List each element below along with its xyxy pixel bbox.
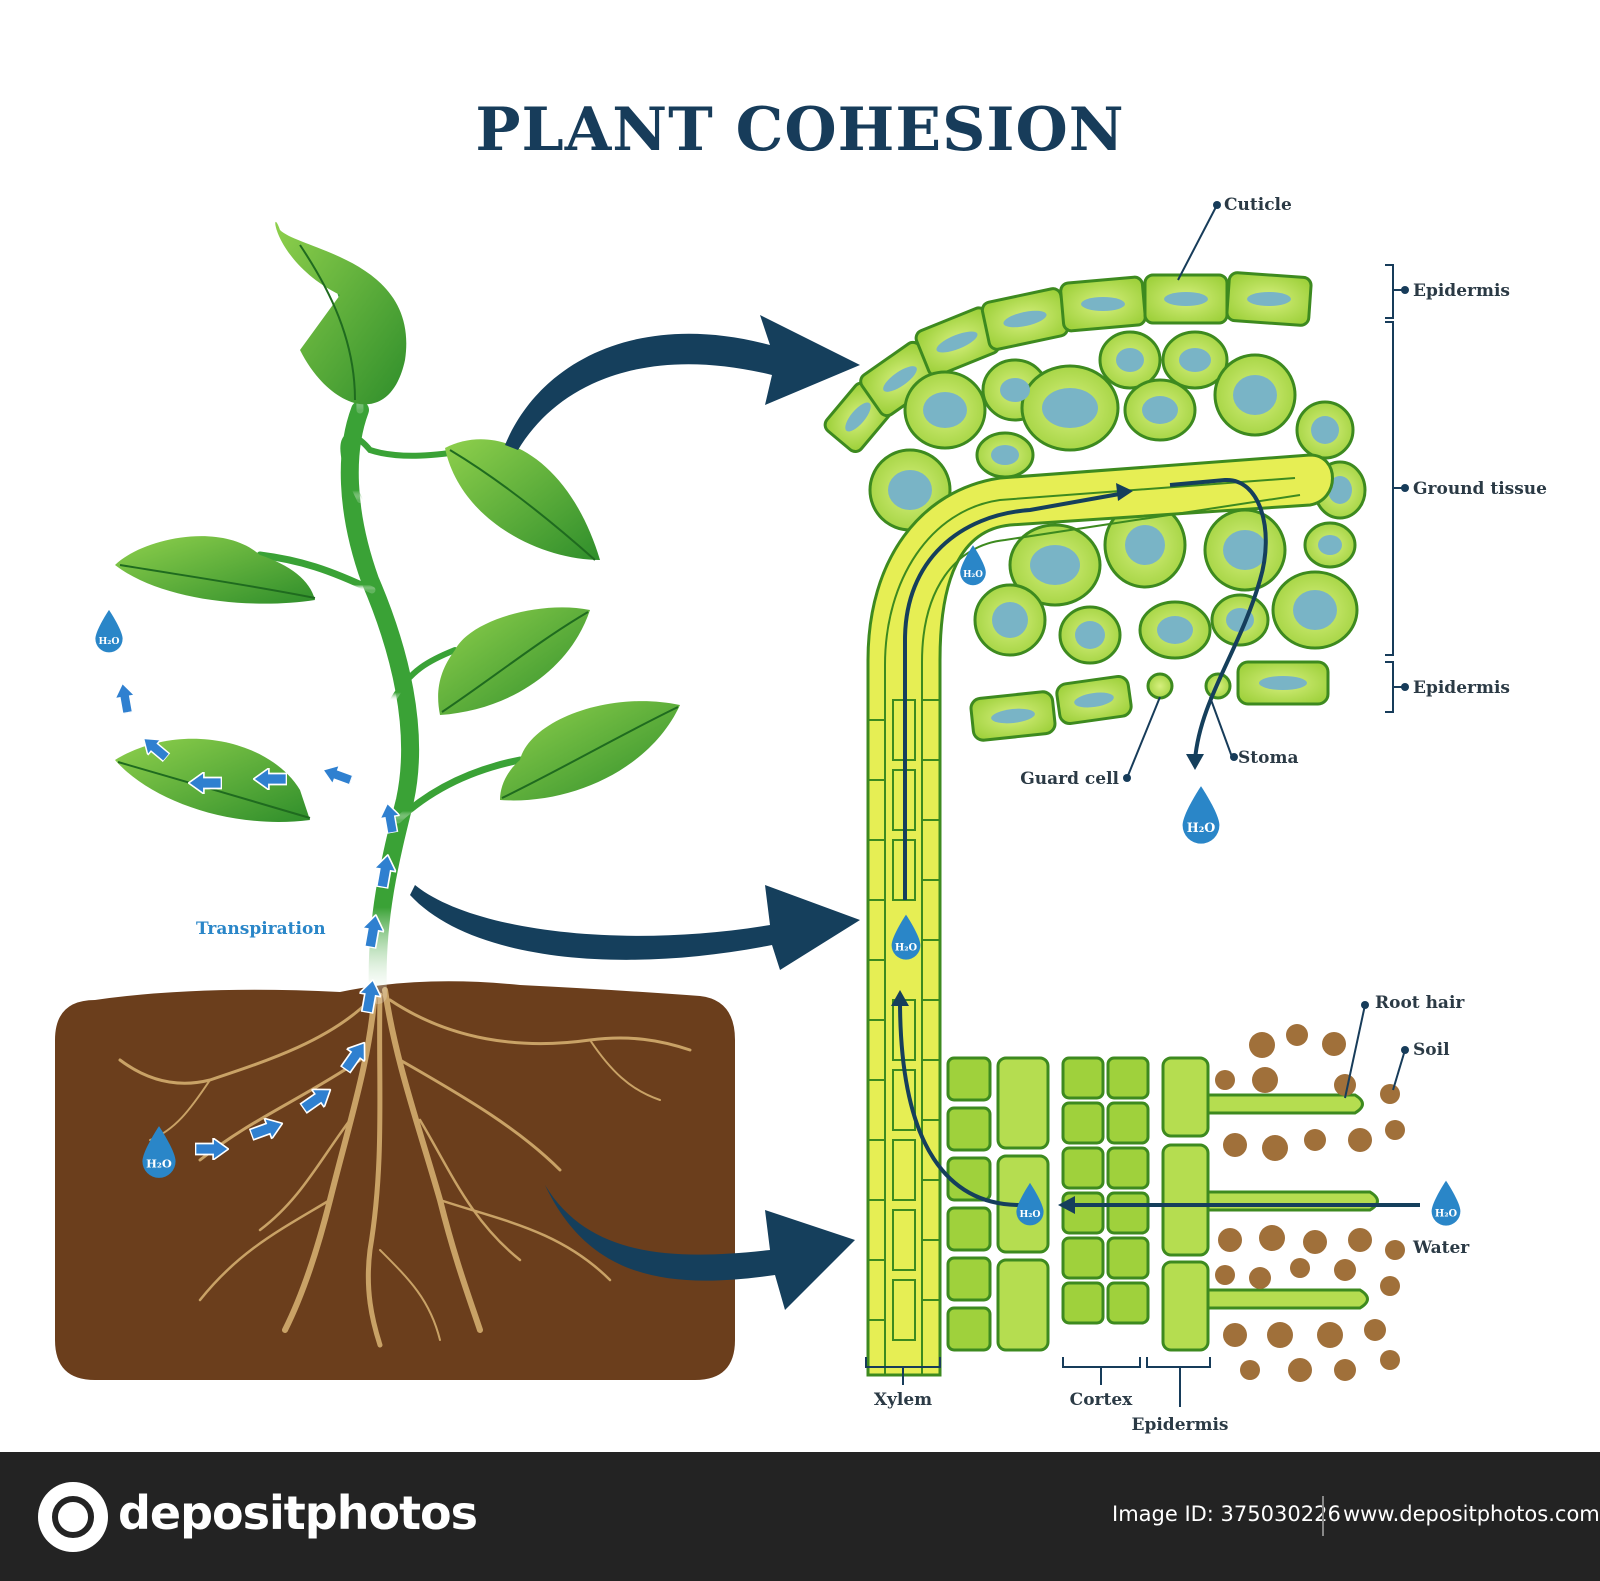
- footer-divider: [1322, 1496, 1324, 1536]
- label-cortex: Cortex: [1070, 1390, 1133, 1410]
- leader-lines: [865, 204, 1406, 1407]
- soil-particles: [1215, 1024, 1405, 1382]
- xylem-vessel: [866, 453, 1334, 1377]
- label-xylem: Xylem: [874, 1390, 932, 1410]
- leaf-cross-section: [823, 271, 1367, 742]
- water-drop-icon: [95, 609, 123, 653]
- label-guard-cell: Guard cell: [1020, 769, 1119, 789]
- water-drop-icon: [1431, 1180, 1461, 1226]
- label-stoma: Stoma: [1238, 748, 1298, 768]
- roots: [118, 987, 692, 1348]
- label-transpiration: Transpiration: [196, 919, 326, 939]
- label-epidermis-leaf-bottom: Epidermis: [1413, 678, 1510, 698]
- label-root-hair: Root hair: [1375, 993, 1465, 1013]
- water-drop-icon: [1182, 786, 1220, 844]
- diagram: H₂O PLANT COHESION: [55, 95, 1547, 1435]
- label-ground-tissue: Ground tissue: [1413, 479, 1547, 499]
- page-title: PLANT COHESION: [475, 95, 1124, 165]
- connector-arrows: [410, 315, 860, 1310]
- label-cuticle: Cuticle: [1224, 195, 1292, 215]
- camera-logo-icon: [38, 1482, 108, 1552]
- label-epidermis-top: Epidermis: [1413, 281, 1510, 301]
- flow-path: [898, 477, 1420, 1207]
- label-soil: Soil: [1413, 1040, 1450, 1060]
- label-water: Water: [1412, 1238, 1470, 1258]
- label-epidermis-root: Epidermis: [1132, 1415, 1229, 1435]
- site-url: www.depositphotos.com: [1343, 1502, 1600, 1526]
- brand-logo-text: depositphotos: [118, 1486, 478, 1540]
- footer-bar: depositphotos Image ID: 375030226 www.de…: [0, 1452, 1600, 1581]
- leader-dots: [1123, 201, 1409, 1054]
- plant-leaves: [115, 221, 680, 822]
- soil-block: [55, 981, 735, 1380]
- image-id: Image ID: 375030226: [1112, 1502, 1341, 1526]
- flow-arrowheads: [891, 483, 1204, 1214]
